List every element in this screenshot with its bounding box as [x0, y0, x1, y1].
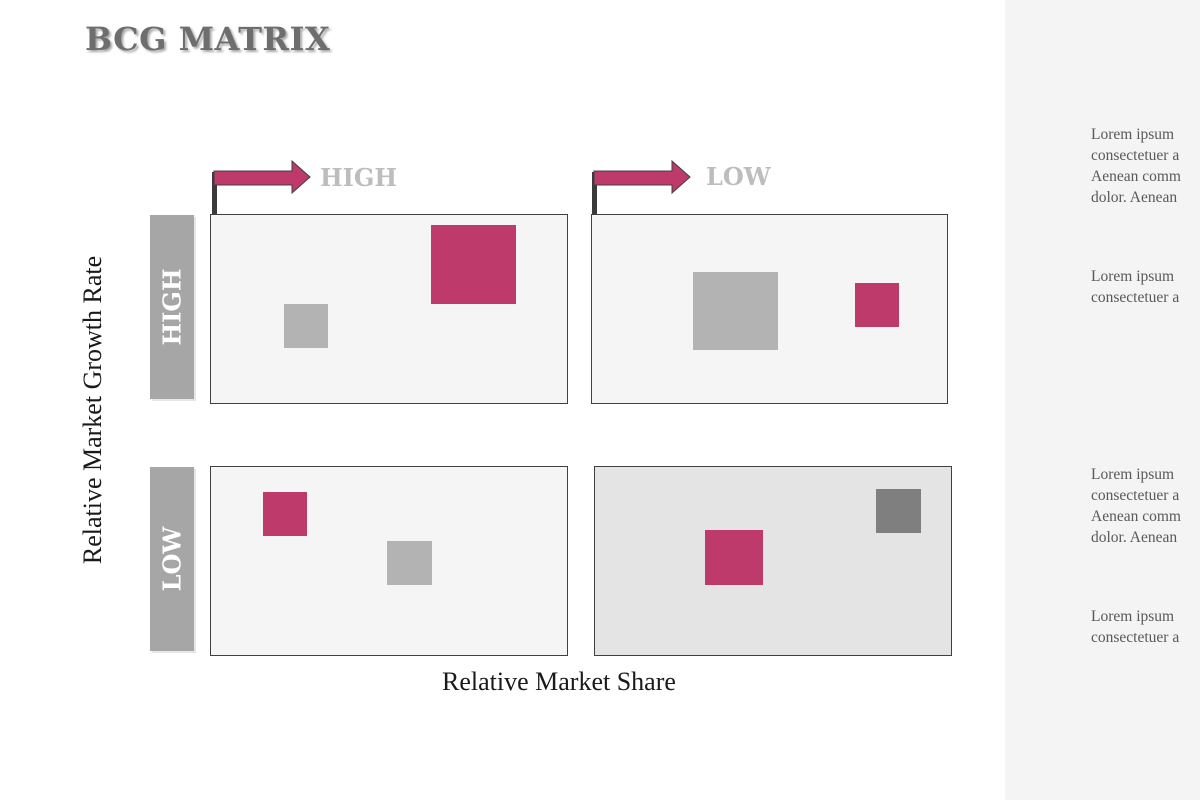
note-line: Lorem ipsum	[1091, 608, 1175, 625]
quadrant-high-low	[210, 466, 568, 656]
pink-square	[431, 225, 516, 304]
pink-square	[855, 283, 899, 327]
note-line: Lorem ipsum	[1091, 268, 1175, 285]
note-line: Lorem ipsum	[1091, 126, 1175, 143]
row-high-bar: HIGH	[150, 215, 194, 399]
column-high-arrow-icon	[210, 158, 315, 216]
row-high-label: HIGH	[157, 268, 187, 346]
note-3: Lorem ipsum consectetuer a Aenean comm d…	[1091, 464, 1200, 548]
note-1: Lorem ipsum consectetuer a Aenean comm d…	[1091, 124, 1200, 208]
column-low-label: LOW	[706, 162, 771, 191]
notes-panel: Lorem ipsum consectetuer a Aenean comm d…	[1005, 0, 1200, 800]
row-low-bar: LOW	[150, 467, 194, 651]
note-line: consectetuer a	[1091, 487, 1180, 504]
x-axis-label: Relative Market Share	[442, 667, 676, 696]
gray-square	[284, 304, 328, 348]
quadrant-low-high	[591, 214, 948, 404]
note-line: consectetuer a	[1091, 289, 1180, 306]
note-line: dolor. Aenean	[1091, 529, 1178, 546]
note-2: Lorem ipsum consectetuer a	[1091, 266, 1200, 308]
row-low-label: LOW	[157, 526, 187, 592]
pink-square	[263, 492, 307, 536]
pink-square	[705, 530, 763, 585]
dark-gray-square	[876, 489, 921, 533]
note-line: consectetuer a	[1091, 147, 1180, 164]
gray-square	[693, 272, 778, 350]
note-line: dolor. Aenean	[1091, 189, 1178, 206]
quadrant-low-low	[594, 466, 952, 656]
column-high-label: HIGH	[320, 163, 398, 192]
note-line: Lorem ipsum	[1091, 466, 1175, 483]
column-low-arrow-icon	[590, 158, 695, 216]
note-line: Aenean comm	[1091, 508, 1181, 525]
gray-square	[387, 541, 432, 585]
note-line: Aenean comm	[1091, 168, 1181, 185]
note-line: consectetuer a	[1091, 629, 1180, 646]
page-title: BCG MATRIX	[85, 20, 331, 58]
quadrant-high-high	[210, 214, 568, 404]
y-axis-label: Relative Market Growth Rate	[78, 255, 107, 565]
note-4: Lorem ipsum consectetuer a	[1091, 606, 1200, 648]
